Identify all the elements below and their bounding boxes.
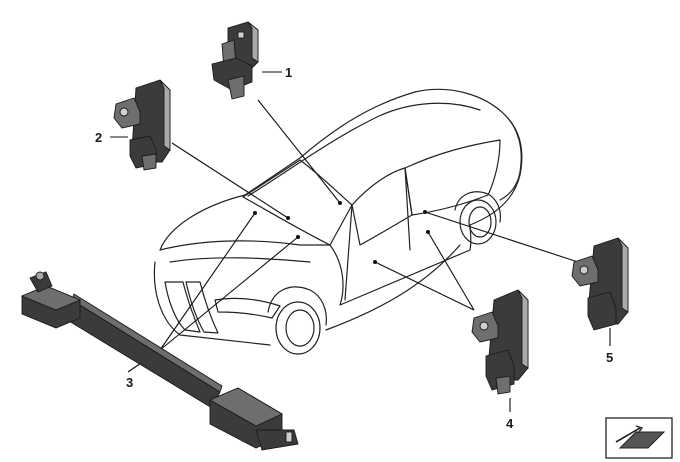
part-1-sensor: [211, 21, 259, 100]
part-4-sensor: [471, 289, 529, 395]
part-2-sensor: [113, 79, 171, 171]
car-outline: [153, 88, 523, 355]
leader-lines: [110, 71, 611, 412]
callout-2: 2: [95, 130, 102, 145]
part-5-sensor: [571, 237, 629, 331]
callout-1: 1: [285, 65, 292, 80]
navigation-arrow-icon[interactable]: [605, 417, 673, 459]
callout-5: 5: [606, 350, 613, 365]
part-3-cable: [20, 271, 299, 451]
callout-3: 3: [126, 375, 133, 390]
leader-dots: [253, 201, 430, 264]
callout-4: 4: [506, 416, 514, 431]
